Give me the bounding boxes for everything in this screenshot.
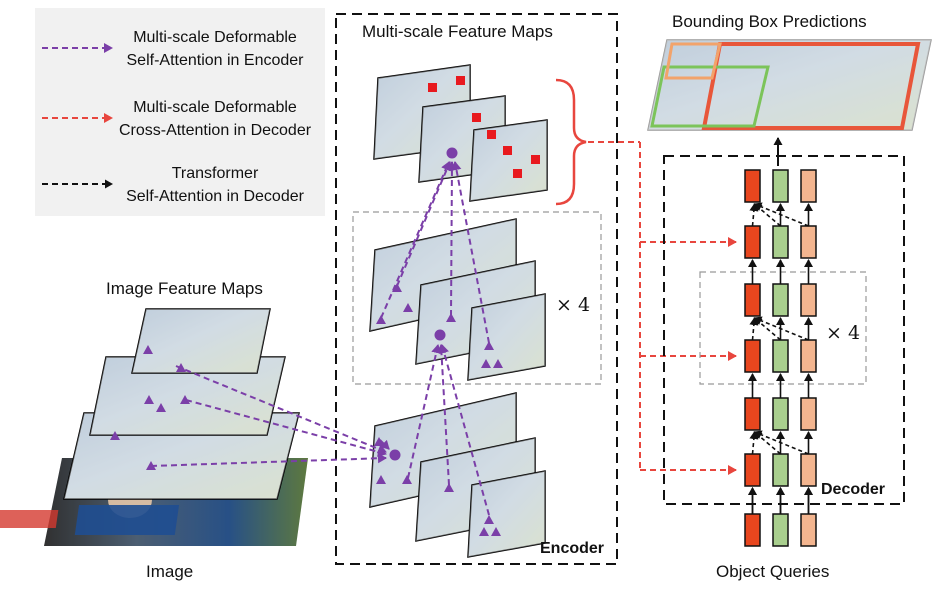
bbox-green [650,65,770,128]
query-token-red [744,283,761,317]
query-token-orange [800,453,817,487]
purple-circle-icon [446,147,458,159]
legend-background [35,8,325,216]
red-square-icon [487,130,496,139]
legend-line: Transformer [171,165,259,182]
query-token-orange [800,513,817,547]
red-square-icon [503,146,512,155]
legend [35,8,325,216]
purple-triangle-icon [144,395,154,404]
purple-triangle-icon [376,315,386,324]
decoder-arrow [753,431,782,455]
purple-triangle-icon [156,403,166,412]
decoder-box [663,155,905,505]
title-image: Image [146,562,194,581]
red-brace-icon [555,78,587,206]
encoder-attention-arrows [150,161,490,516]
image-feature-map-small [131,308,271,374]
legend-item-decoder-self-attn: Transformer Self-Attention in Decoder [110,162,320,208]
legend-line: Multi-scale Deformable [133,29,297,46]
title-object-queries: Object Queries [716,562,830,581]
encoder-repeat-box [352,211,602,385]
purple-triangle-icon [143,345,153,354]
bbox-orange [664,42,722,80]
decoder-arrow [749,203,759,227]
query-token-orange [800,225,817,259]
decoder-arrow [753,430,809,455]
purple-triangle-icon [484,341,494,350]
label-decoder: Decoder [821,481,886,498]
purple-triangle-icon [392,283,402,292]
label-times-four-decoder: × 4 [826,322,861,344]
red-square-icon [513,169,522,178]
purple-triangle-icon [402,475,412,484]
bounding-box-predictions [647,39,932,131]
purple-triangle-icon [446,313,456,322]
multiscale-feature-maps-top [373,64,548,202]
purple-triangle-icon [180,395,190,404]
title-image-feature-maps: Image Feature Maps [106,279,263,298]
image-feature-maps [63,308,300,500]
decoder-arrow [753,316,809,341]
query-token-red [744,225,761,259]
query-token-orange [800,339,817,373]
legend-line: Cross-Attention in Decoder [118,122,312,139]
legend-line: Self-Attention in Encoder [126,52,304,69]
decoder-self-attention-arrows [748,202,813,514]
query-token-orange [800,397,817,431]
query-token-green [772,513,789,547]
decoder-repeat-box [699,271,867,385]
purple-circle-icon [434,329,446,341]
label-encoder: Encoder [540,540,605,557]
decoder-arrow [749,431,759,455]
red-square-icon [428,83,437,92]
multiscale-feature-maps-middle [369,218,546,381]
query-token-red [744,513,761,547]
query-token-green [772,397,789,431]
purple-triangle-icon [484,515,494,524]
purple-triangle-icon [403,303,413,312]
query-token-orange [800,169,817,203]
purple-triangle-icon [479,527,489,536]
query-token-orange [800,283,817,317]
purple-triangle-icon [493,359,503,368]
decoder-arrow [753,317,782,341]
legend-line: Multi-scale Deformable [133,99,297,116]
title-bounding-box-predictions: Bounding Box Predictions [672,12,867,31]
query-token-green [772,283,789,317]
purple-circle-icon [389,449,401,461]
purple-triangle-icon [110,431,120,440]
decoder-arrow [749,317,759,341]
query-token-red [744,397,761,431]
label-times-four-encoder: × 4 [556,294,591,316]
decoder-arrow [753,203,782,227]
red-square-icon [531,155,540,164]
legend-line: Self-Attention in Decoder [126,188,304,205]
legend-item-encoder-self-attn: Multi-scale Deformable Self-Attention in… [110,26,320,72]
query-token-red [744,169,761,203]
purple-triangle-icon [376,475,386,484]
decoder-arrow [753,202,809,227]
query-token-red [744,453,761,487]
cross-attention-arrows [588,141,737,475]
query-token-green [772,225,789,259]
purple-triangle-icon [481,359,491,368]
red-square-icon [472,113,481,122]
query-token-green [772,169,789,203]
multiscale-feature-maps-bottom [369,392,546,558]
query-token-green [772,453,789,487]
query-token-red [744,339,761,373]
query-token-green [772,339,789,373]
purple-triangle-icon [444,483,454,492]
red-square-icon [456,76,465,85]
purple-triangle-icon [491,527,501,536]
legend-item-decoder-cross-attn: Multi-scale Deformable Cross-Attention i… [110,96,320,142]
bbox-red [701,42,921,130]
title-multiscale-feature-maps: Multi-scale Feature Maps [362,22,553,41]
